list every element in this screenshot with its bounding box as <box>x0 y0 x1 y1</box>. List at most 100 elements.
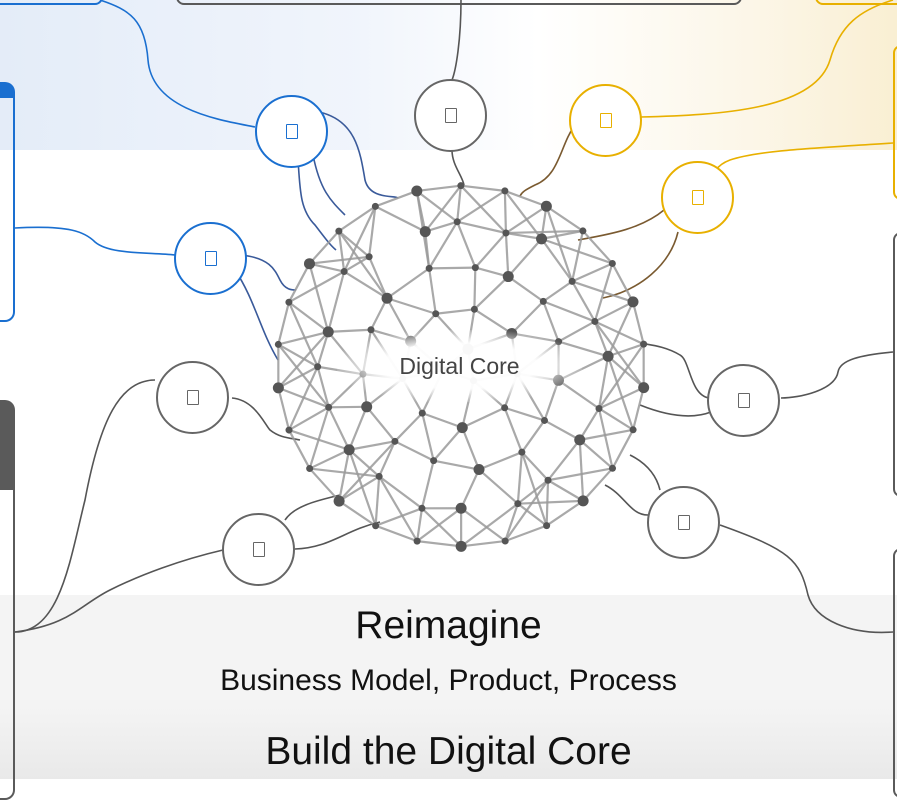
mesh-edge <box>328 272 344 332</box>
mesh-edge <box>375 191 416 206</box>
mesh-node <box>285 299 292 306</box>
mesh-edge <box>518 452 522 504</box>
mesh-edge <box>434 428 463 461</box>
mesh-node <box>536 233 547 244</box>
mesh-edge <box>505 408 522 452</box>
mesh-node <box>541 201 552 212</box>
connector-gray-top2 <box>452 150 464 185</box>
mesh-edge <box>479 452 522 469</box>
gold-node-1[interactable] <box>569 84 642 157</box>
mesh-edge <box>580 408 599 439</box>
mesh-edge <box>429 268 475 269</box>
mesh-edge <box>461 186 505 191</box>
mesh-edge <box>462 428 479 470</box>
mesh-edge <box>613 430 634 469</box>
gray-node-top[interactable] <box>414 79 487 152</box>
mesh-edge <box>367 407 395 442</box>
mesh-node <box>411 185 422 196</box>
mesh-edge <box>376 476 380 525</box>
mesh-edge <box>278 388 289 430</box>
mesh-edge <box>379 441 395 476</box>
mesh-node <box>569 278 576 285</box>
connector-blue-c <box>313 155 345 215</box>
mesh-node <box>323 326 334 337</box>
mesh-node <box>325 404 332 411</box>
mesh-node <box>335 228 342 235</box>
mesh-edge <box>508 277 543 302</box>
mesh-node <box>344 444 355 455</box>
mesh-edge <box>543 301 595 321</box>
mesh-edge <box>461 470 479 509</box>
mesh-node <box>474 464 485 475</box>
connector-gray-top <box>452 0 461 80</box>
blue-node-2[interactable] <box>174 222 247 295</box>
gray-node-icon <box>253 542 265 557</box>
gray-node-left-2[interactable] <box>222 513 295 586</box>
connector-gray-right <box>781 352 893 398</box>
mesh-node <box>426 265 433 272</box>
mesh-node <box>454 218 461 225</box>
mesh-edge <box>479 470 518 504</box>
mesh-node <box>376 473 383 480</box>
mesh-edge <box>461 186 506 233</box>
mesh-node <box>545 477 552 484</box>
mesh-edge <box>474 268 475 310</box>
mesh-node <box>502 230 509 237</box>
mesh-edge <box>508 239 541 277</box>
mesh-edge <box>457 222 506 233</box>
mesh-edge <box>422 413 462 427</box>
mesh-node <box>579 227 586 234</box>
mesh-edge <box>349 407 367 450</box>
blue-node-1[interactable] <box>255 95 328 168</box>
gray-node-icon <box>445 108 457 123</box>
mesh-edge <box>506 206 546 233</box>
mesh-edge <box>417 508 422 541</box>
mesh-edge <box>417 541 461 546</box>
mesh-edge <box>379 476 422 508</box>
mesh-edge <box>512 301 544 333</box>
mesh-node <box>640 341 647 348</box>
connector-gray-r1 <box>640 343 709 398</box>
mesh-edge <box>309 264 328 332</box>
gray-node-right-1[interactable] <box>707 364 780 437</box>
reimagine-title: Reimagine <box>0 604 897 648</box>
mesh-node <box>414 538 421 545</box>
connector-gold-b <box>578 210 664 240</box>
mesh-node <box>273 382 284 393</box>
mesh-node <box>372 522 379 529</box>
connector-gold-top <box>640 0 893 117</box>
gold-node-icon <box>692 190 704 205</box>
mesh-edge <box>547 480 548 525</box>
mesh-node <box>382 293 393 304</box>
connector-gold-right <box>716 143 893 170</box>
mesh-node <box>366 253 373 260</box>
mesh-edge <box>543 281 572 301</box>
mesh-node <box>514 500 521 507</box>
mesh-edge <box>580 440 583 501</box>
mesh-edge <box>572 231 583 281</box>
mesh-edge <box>633 388 644 430</box>
mesh-edge <box>633 302 644 344</box>
mesh-edge <box>436 309 475 313</box>
mesh-edge <box>572 263 612 281</box>
connector-gray-l2 <box>295 522 380 549</box>
mesh-node <box>304 258 315 269</box>
connector-blue-e <box>235 270 278 360</box>
mesh-node <box>341 268 348 275</box>
mesh-edge <box>387 268 429 298</box>
mesh-node <box>419 410 426 417</box>
connector-gray-l3 <box>285 495 340 520</box>
gray-node-right-2[interactable] <box>647 486 720 559</box>
connector-blue-top <box>100 0 255 127</box>
gray-node-icon <box>738 393 750 408</box>
mesh-node <box>591 318 598 325</box>
mesh-node <box>334 496 345 507</box>
mesh-node <box>456 541 467 552</box>
mesh-node <box>457 422 468 433</box>
gold-node-2[interactable] <box>661 161 734 234</box>
mesh-edge <box>395 441 434 460</box>
mesh-edge <box>422 413 433 461</box>
gray-node-left-1[interactable] <box>156 361 229 434</box>
connector-gold-a <box>520 125 575 196</box>
reimagine-subtitle: Business Model, Product, Process <box>0 664 897 698</box>
